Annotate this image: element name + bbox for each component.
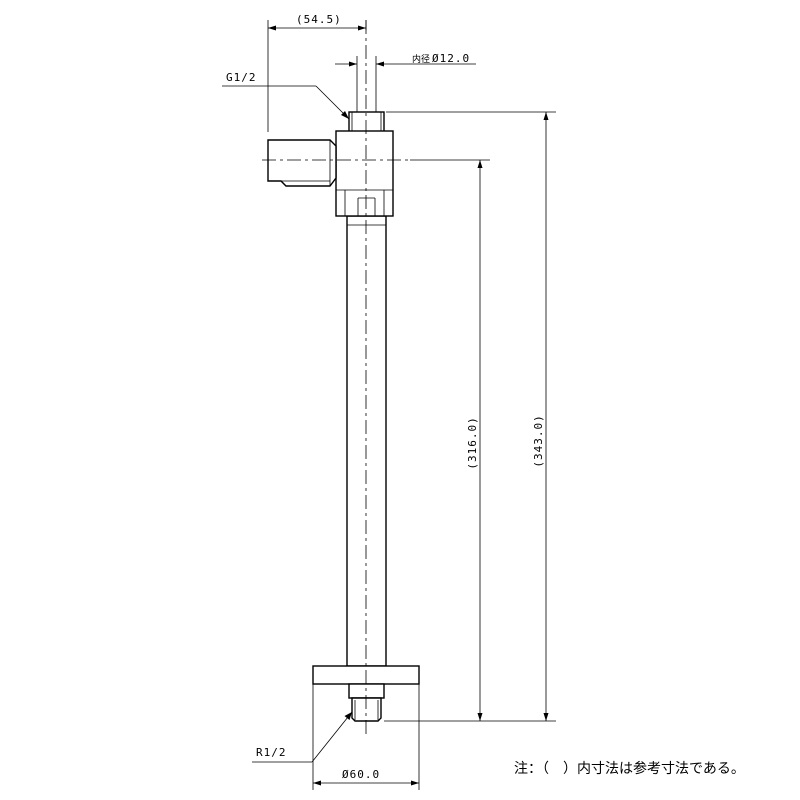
thread-bottom-label: R1/2 xyxy=(256,746,287,759)
inner-diameter-prefix: 内径 xyxy=(412,53,430,65)
vertical-pipe xyxy=(346,215,387,667)
leader-g1-2: G1/2 xyxy=(222,71,350,120)
dimension-54-5-label: (54.5) xyxy=(296,13,342,26)
dimension-316: (316.0) xyxy=(410,159,490,721)
dimension-flange-diameter: Ø60.0 xyxy=(312,684,420,790)
dimension-54-5: (54.5) xyxy=(267,13,367,132)
dimension-343-label: (343.0) xyxy=(532,414,545,467)
top-elbow-fitting xyxy=(267,111,394,217)
center-lines xyxy=(262,20,410,738)
bottom-thread xyxy=(351,697,382,722)
leader-r1-2: R1/2 xyxy=(252,711,353,763)
dimension-343: (343.0) xyxy=(384,111,556,722)
dimension-inner-diameter: 内径 Ø12.0 xyxy=(335,52,476,112)
dimension-316-label: (316.0) xyxy=(466,416,479,469)
flange-diameter-label: Ø60.0 xyxy=(342,768,380,781)
inner-diameter-label: Ø12.0 xyxy=(432,52,470,65)
thread-top-label: G1/2 xyxy=(226,71,257,84)
reference-dimension-note: 注：（ ）内寸法は参考寸法である。 xyxy=(514,761,745,777)
